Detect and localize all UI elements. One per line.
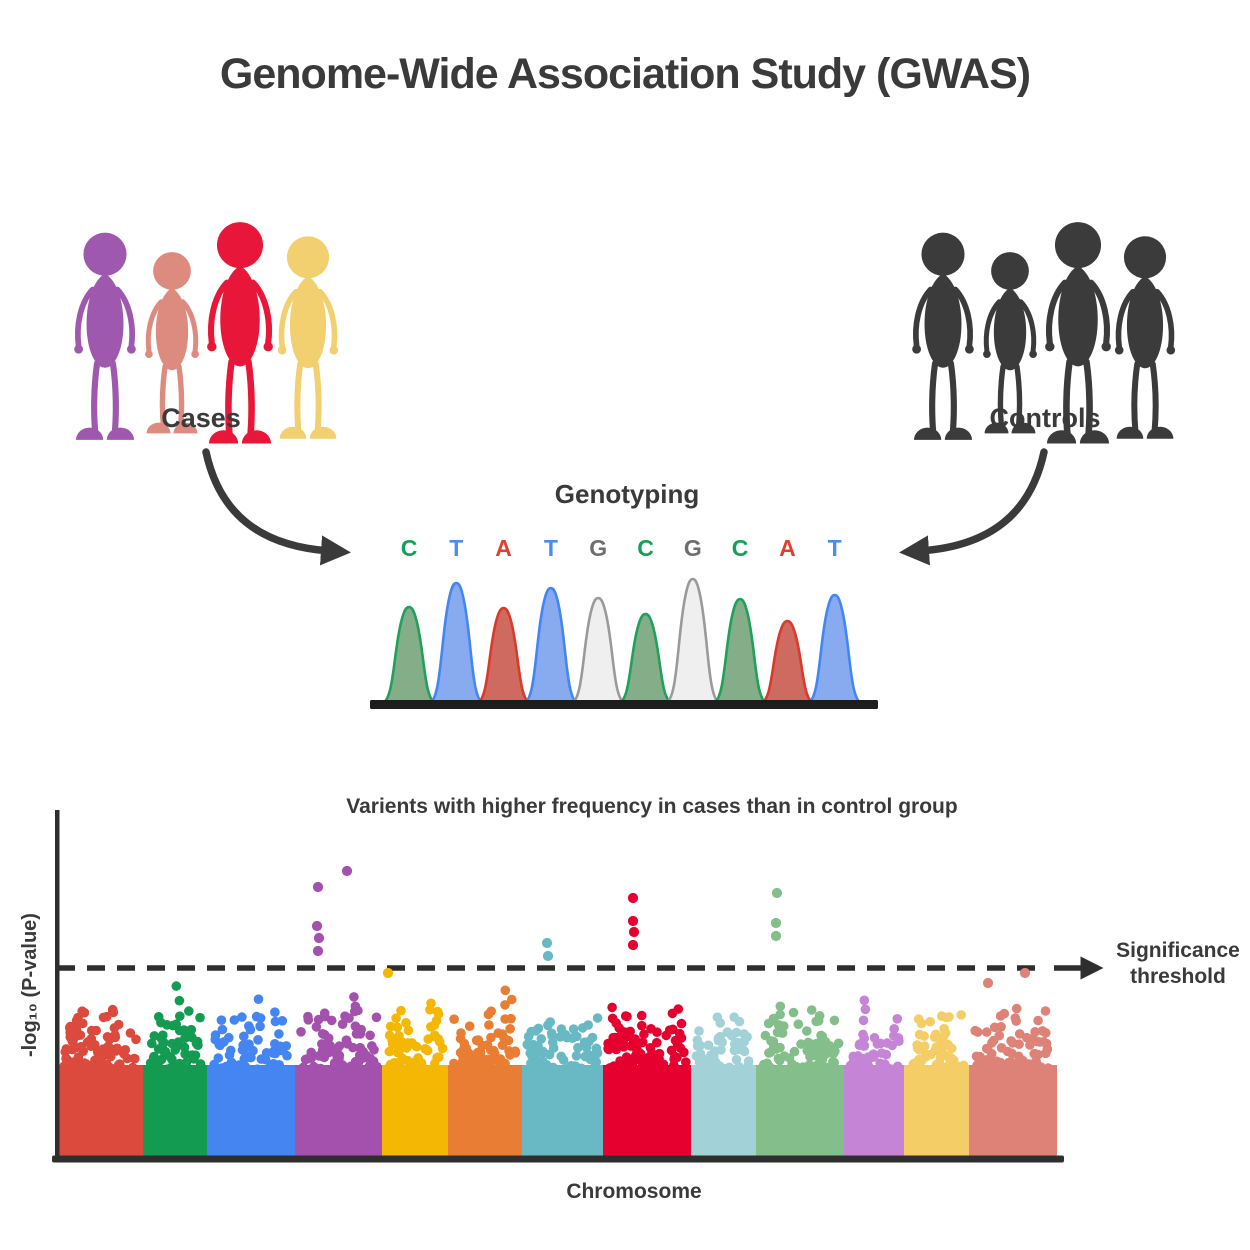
person-figure <box>912 232 974 440</box>
chromosome-block <box>691 1065 756 1158</box>
chromatogram-peak-green <box>710 597 770 706</box>
chromosome-block <box>844 1065 904 1158</box>
person-figure <box>74 232 136 440</box>
chromosome-block <box>143 1065 207 1158</box>
base-letter: G <box>589 535 607 561</box>
base-letter: A <box>495 535 512 561</box>
base-letter: A <box>779 535 796 561</box>
chromatogram-peak-gray <box>663 577 723 706</box>
base-letter: T <box>544 535 558 561</box>
significant-snp-dots <box>311 865 1031 989</box>
person-figure <box>145 252 199 434</box>
chromatogram-peak-green <box>616 612 675 706</box>
chromosome-block <box>969 1065 1057 1158</box>
chromatogram-peak-green <box>379 605 439 706</box>
chromosome-block <box>603 1065 691 1158</box>
chromatogram-baseline <box>370 700 878 709</box>
controls-group-label: Controls <box>989 403 1101 433</box>
chromatogram-peak-red <box>474 606 533 706</box>
chromatogram-peak-blue <box>805 593 864 706</box>
plot-title: Varients with higher frequency in cases … <box>346 795 958 818</box>
chromatogram-peak-gray <box>568 596 628 706</box>
base-letter: C <box>637 535 654 561</box>
chromatogram-peak-red <box>758 619 817 706</box>
cases-group-label: Cases <box>161 403 241 433</box>
base-letter: T <box>449 535 463 561</box>
chromosome-block <box>207 1065 295 1158</box>
person-figure <box>983 252 1037 434</box>
population-figures <box>74 222 1176 566</box>
base-letter: C <box>401 535 418 561</box>
person-figure <box>277 236 339 439</box>
x-axis-label: Chromosome <box>566 1180 702 1203</box>
significance-threshold-label: Significance threshold <box>1116 939 1240 988</box>
person-figure <box>1114 236 1176 439</box>
manhattan-plot <box>52 810 1104 1163</box>
base-letter: G <box>684 535 702 561</box>
chromosome-block <box>522 1065 603 1158</box>
x-axis-line <box>52 1155 1064 1163</box>
cases-to-genotyping-arrow <box>202 448 351 566</box>
base-letter: T <box>828 535 842 561</box>
chromatogram-peak-blue <box>427 581 486 706</box>
chromosome-block <box>756 1065 844 1158</box>
chromosome-block <box>295 1065 382 1158</box>
chromosome-block <box>57 1065 143 1158</box>
y-axis-line <box>55 810 60 1162</box>
chromosome-block <box>904 1065 969 1158</box>
genotyping-label: Genotyping <box>554 479 700 509</box>
page-title: Genome-Wide Association Study (GWAS) <box>219 50 1031 98</box>
chromatogram-peak-blue <box>521 586 581 706</box>
base-letter: C <box>732 535 749 561</box>
scatter-dots <box>59 981 1057 1076</box>
person-figure <box>207 222 273 444</box>
person-figure <box>1045 222 1111 444</box>
controls-to-genotyping-arrow <box>899 448 1048 566</box>
y-axis-label: -log₁₀ (P-value) <box>19 913 41 1057</box>
chromosome-block <box>382 1065 448 1158</box>
chromosome-block <box>448 1065 522 1158</box>
